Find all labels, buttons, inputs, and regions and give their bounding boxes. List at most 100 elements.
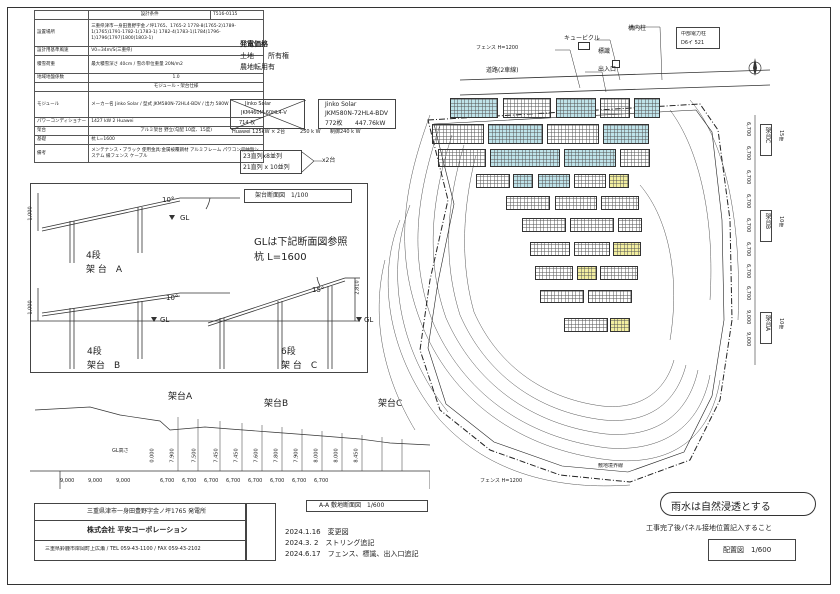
frame-b-rows: 4段 [87, 347, 102, 357]
section-title-box: 架台断面図 1/100 [244, 189, 352, 203]
frame-b-plan-angle: 10度 [778, 216, 784, 228]
panel-array [535, 266, 573, 280]
old-maker: Jinko Solar [245, 101, 272, 107]
spec-value: メンテナンス・ブラック 使用金具:金属被覆鋼材 アルミフレーム パワコン収納盤シ… [88, 144, 264, 163]
panel-array [490, 149, 560, 167]
string-line-2: 21直列 x 10並列 [243, 164, 290, 171]
right-dimensions: 6,700 6,700 6,700 6,700 6,700 6,700 6,70… [744, 118, 754, 350]
fence-bottom-label: フェンス H=1200 [480, 478, 523, 484]
panel-array [450, 98, 498, 118]
cubicle-icon [578, 42, 590, 50]
panel-array [574, 174, 606, 188]
right-dim: 9,000 [745, 332, 751, 347]
land-value: 所有権 [268, 52, 289, 60]
panel-array [600, 266, 638, 280]
panel-array [570, 218, 614, 232]
section-aa-title-box: A-A 敷地断面図 1/600 [306, 500, 428, 512]
spec-key: 設置場所 [33, 19, 90, 47]
panel-array [577, 266, 597, 280]
spacing-value: 9,000 [60, 478, 75, 484]
height-value: 8.000 [333, 448, 340, 463]
spec-table: 設計条件 T516-0115 設置場所 三重県津市一身田豊野字金ノ坪1765、1… [33, 10, 264, 163]
frame-a-drawing [37, 193, 240, 263]
power-info-title: 発電価格 [240, 40, 268, 48]
panel-array [438, 149, 486, 167]
string-total: x2台 [322, 157, 336, 164]
frame-b-drawing [30, 288, 360, 369]
revision-2: 2024.3. 2 ストリング追記 [285, 539, 375, 547]
panel-array [513, 174, 533, 188]
revision-1: 2024.1.16 変更図 [285, 528, 349, 536]
profile-drawing [30, 406, 430, 489]
frame-c-box: 架台C [760, 124, 772, 156]
old-count: 714 枚 [239, 120, 256, 126]
spacing-value: 6,700 [270, 478, 285, 484]
section-aa-title: A-A 敷地断面図 1/600 [319, 502, 385, 509]
spec-header-empty [33, 10, 90, 20]
rain-note-box: 雨水は自然浸透とする [660, 492, 816, 516]
panel-array [574, 242, 610, 256]
dim-b: 1,000 [27, 300, 34, 315]
farmland-label: 農地転用 [240, 63, 268, 71]
right-dim: 6,700 [745, 146, 751, 161]
right-dim: 6,700 [745, 242, 751, 257]
spacing-value: 6,700 [182, 478, 197, 484]
pcs-output: 250 k W [300, 129, 321, 135]
height-value: 7.800 [273, 448, 280, 463]
cubicle-label: キュービクル [564, 35, 600, 42]
fence-line [427, 109, 725, 473]
panel-array [530, 242, 570, 256]
company-name: 株式会社 平安コーポレーション [87, 526, 188, 534]
site-plan-drawing [378, 26, 770, 487]
panel-array [618, 218, 642, 232]
panel-array [620, 149, 650, 167]
frame-c-height: 2,810 [354, 280, 361, 295]
pole-label: 構内柱 [628, 25, 647, 32]
power-pole-box: 中部電力柱 D6イ 521 [676, 27, 720, 49]
rain-note: 雨水は自然浸透とする [671, 502, 771, 513]
limit-text: 制御240 k W [330, 129, 361, 135]
panel-array [503, 98, 551, 118]
boundary-label: 敷地境界線 [598, 463, 624, 469]
string-line-1: 23直列x8並列 [243, 153, 283, 160]
farmland-value: 有 [268, 63, 275, 71]
panel-array [522, 218, 566, 232]
right-dim: 6,700 [745, 286, 751, 301]
panel-array [547, 124, 599, 144]
old-model: JKM460M-60HL4-V [241, 110, 287, 116]
height-value: 7.500 [191, 448, 198, 463]
frame-a-gl: GL [180, 214, 190, 222]
stamp-box [246, 503, 276, 561]
panel-array [609, 174, 629, 188]
panel-array [634, 98, 660, 118]
frame-a-name: 架 台 A [86, 265, 123, 275]
project-name: 三重県津市一身田豊野字金ノ坪1765 発電所 [87, 508, 207, 515]
frame-b-name: 架台 B [87, 361, 121, 371]
height-value: 7.900 [169, 448, 176, 463]
drawing-title: 配置図 1/600 [723, 546, 772, 554]
new-count: 772枚 [325, 120, 343, 127]
frame-c-angle: 15° [312, 286, 325, 294]
frame-c-gl: GL [364, 316, 374, 324]
frame-b-box: 架台B [760, 210, 772, 242]
revision-3: 2024.6.17 フェンス、標識、出入口追記 [285, 550, 419, 558]
frame-sections [30, 193, 362, 369]
ground-note: 工事完了後パネル接地位置記入すること [646, 524, 772, 532]
spec-key: モジュール [33, 91, 90, 118]
panel-array [506, 196, 550, 210]
string-box: 23直列x8並列 21直列 x 10並列 [240, 150, 302, 174]
fence-top-label: フェンス H=1200 [476, 45, 519, 51]
string-bracket [301, 151, 322, 173]
panel-array [555, 196, 597, 210]
panel-array [601, 196, 639, 210]
power-pole-label: 中部電力柱 [681, 31, 707, 37]
panel-array [556, 98, 596, 118]
spec-value: 三重県津市一身田豊野字金ノ坪1765、1765-2 1778-8(1765-2)… [88, 19, 264, 47]
height-value: 7.600 [253, 448, 260, 463]
road-label: 道路(2車線) [486, 67, 519, 74]
strike-out [231, 100, 306, 130]
panel-array [488, 124, 543, 144]
spec-value: 最大積雪深さ 40cm / 雪の単位重量 20N/m2 [88, 55, 264, 74]
profile-label-a: 架台A [168, 392, 193, 402]
height-value: 8.450 [353, 448, 360, 463]
